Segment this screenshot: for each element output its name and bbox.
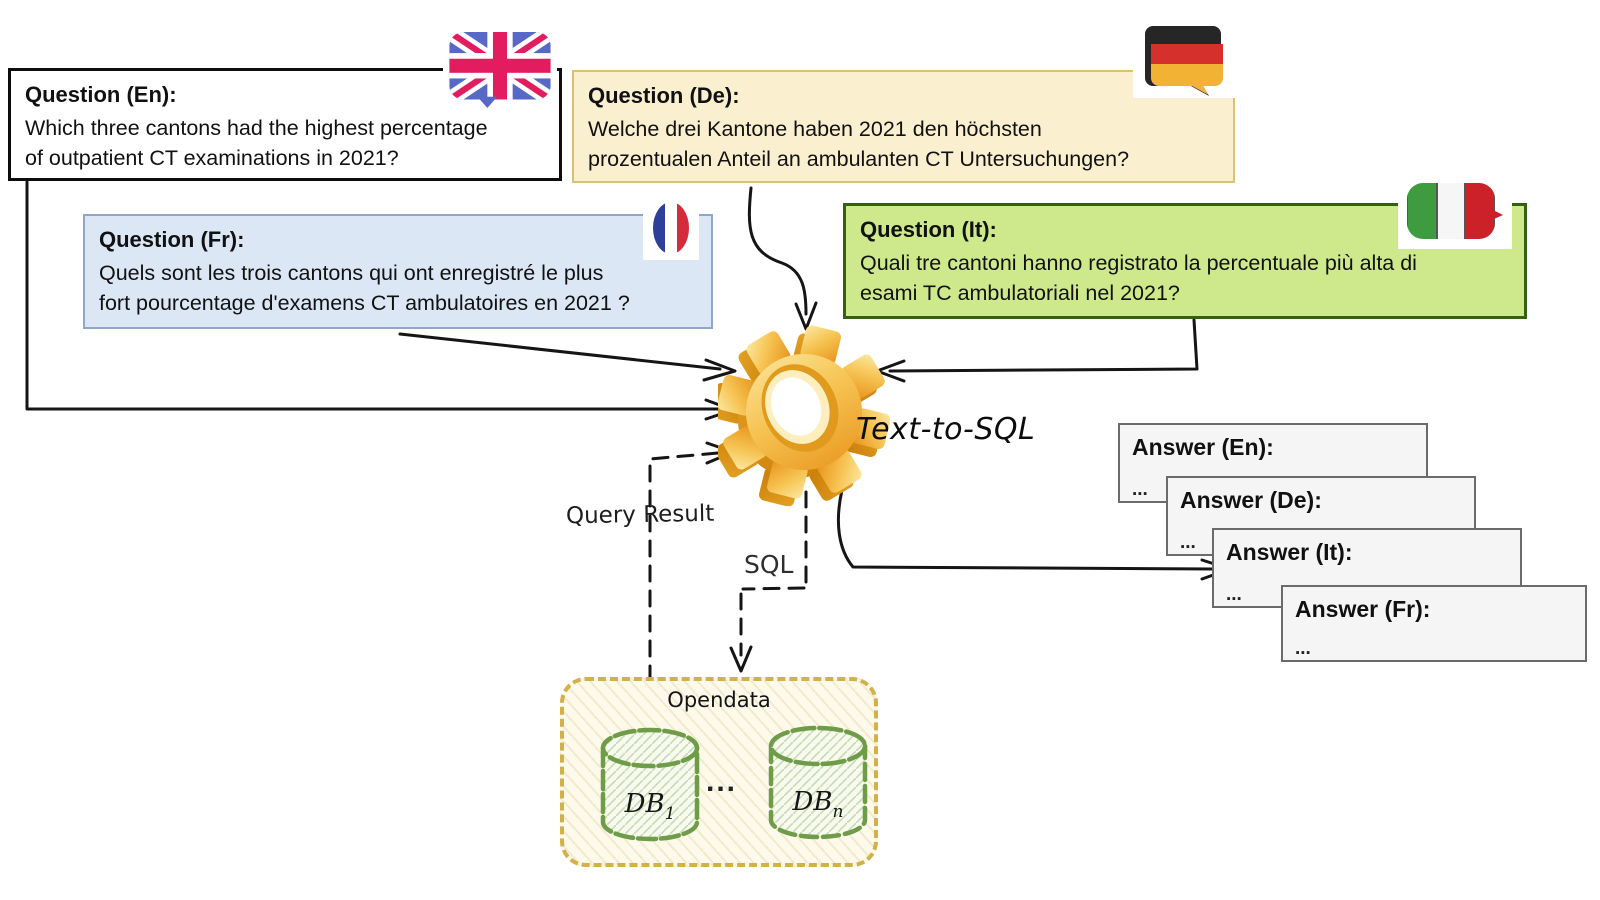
question-box-de: Question (De): Welche drei Kantone haben… <box>572 70 1235 183</box>
question-text: Which three cantons had the highest perc… <box>25 115 488 140</box>
question-title: Question (De): <box>588 83 740 108</box>
question-title: Question (It): <box>860 217 997 242</box>
answer-box-fr: Answer (Fr): ... <box>1281 585 1587 662</box>
question-text: fort pourcentage d'examens CT ambulatoir… <box>99 290 630 315</box>
db-label: DB1 <box>624 789 676 824</box>
gear-icon <box>718 325 890 506</box>
opendata-title: Opendata <box>667 688 771 712</box>
french-flag-icon <box>643 196 699 260</box>
question-title: Question (Fr): <box>99 227 245 252</box>
opendata-container: Opendata DB1 ... DBn <box>560 677 878 867</box>
question-text: of outpatient CT examinations in 2021? <box>25 145 399 170</box>
answer-body: ... <box>1295 637 1311 659</box>
question-text: prozentualen Anteil an ambulanten CT Unt… <box>588 146 1130 171</box>
text-to-sql-label: Text-to-SQL <box>856 412 1036 447</box>
database-cylinder-n: DBn <box>768 725 868 840</box>
question-title: Question (En): <box>25 82 177 107</box>
question-text: esami TC ambulatoriali nel 2021? <box>860 280 1180 305</box>
db-label: DBn <box>792 787 844 822</box>
dots-separator: ... <box>706 765 738 798</box>
question-box-fr: Question (Fr): Quels sont les trois cant… <box>83 214 713 329</box>
uk-flag-icon <box>443 30 557 110</box>
answer-title: Answer (It): <box>1226 539 1353 565</box>
database-cylinder-1: DB1 <box>600 727 700 842</box>
question-text: Quels sont les trois cantons qui ont enr… <box>99 260 604 285</box>
answer-title: Answer (En): <box>1132 434 1274 460</box>
arrow-de-to-gear <box>747 186 808 316</box>
answer-title: Answer (De): <box>1180 487 1322 513</box>
arrow-it-to-gear <box>888 318 1199 373</box>
query-result-label: Query Result <box>565 500 715 530</box>
arrowhead <box>729 645 753 673</box>
question-text: Quali tre cantoni hanno registrato la pe… <box>860 250 1417 275</box>
arrow-query-result <box>648 451 720 683</box>
german-flag-icon <box>1133 20 1239 98</box>
arrow-fr-to-gear <box>398 332 722 371</box>
answer-title: Answer (Fr): <box>1295 596 1431 622</box>
answer-body: ... <box>1226 583 1242 605</box>
sql-label: SQL <box>744 550 794 579</box>
question-box-en: Question (En): Which three cantons had t… <box>8 68 562 181</box>
italian-flag-icon <box>1398 177 1512 249</box>
question-text: Welche drei Kantone haben 2021 den höchs… <box>588 116 1042 141</box>
